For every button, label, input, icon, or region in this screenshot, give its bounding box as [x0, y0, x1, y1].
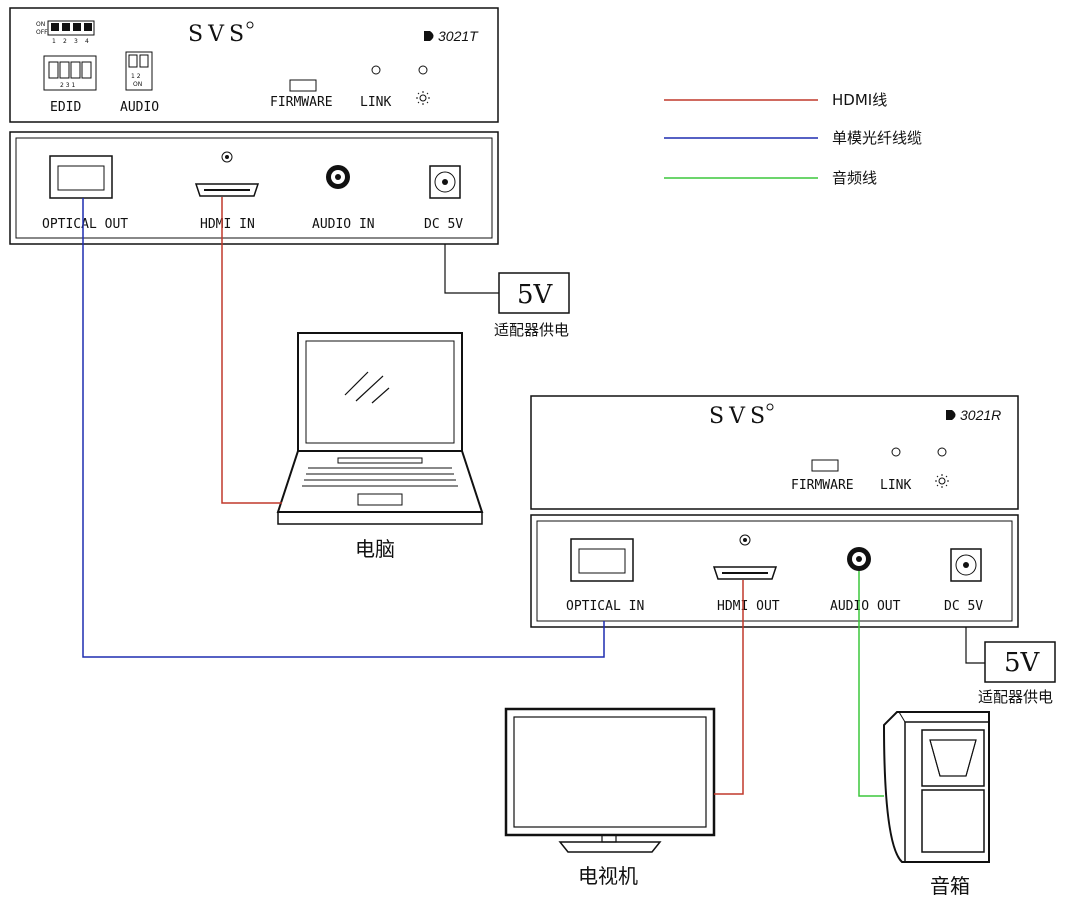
hdmi-out-port-icon	[712, 566, 778, 580]
svg-text:4: 4	[85, 38, 89, 45]
svg-text:2 3 1: 2 3 1	[60, 82, 75, 89]
dc-5v-label: DC 5V	[944, 599, 983, 614]
firmware-label: FIRMWARE	[791, 478, 854, 493]
laptop-icon	[276, 332, 484, 525]
screw-icon	[739, 534, 751, 546]
legend-label-fiber: 单模光纤线缆	[832, 129, 922, 147]
trademark-icon	[246, 21, 254, 29]
optical-out-port-icon	[49, 155, 113, 199]
svg-text:3: 3	[74, 38, 78, 45]
brand-logo-icon	[946, 410, 956, 420]
power-supply-2-caption: 适配器供电	[978, 688, 1053, 706]
legend-label-hdmi: HDMI线	[832, 91, 887, 109]
audio-in-label: AUDIO IN	[312, 217, 375, 232]
fiber-cable	[82, 198, 605, 658]
audio-in-jack-icon	[326, 165, 350, 189]
switch-off-label: OFF	[36, 29, 48, 36]
receiver-model: 3021R	[960, 407, 1001, 423]
power-adapter-1: 5V 适配器供电	[444, 244, 570, 339]
dc-jack-icon	[429, 165, 461, 199]
hdmi-cable-tv	[714, 580, 744, 795]
screw-icon	[221, 151, 233, 163]
tv-label: 电视机	[578, 864, 638, 888]
power-supply-1-value: 5V	[517, 280, 554, 310]
transmitter-rear-panel: OPTICAL OUT HDMI IN AUDIO IN DC 5V	[9, 131, 499, 245]
transmitter-brand: SVS	[188, 22, 249, 47]
transmitter-model: 3021T	[438, 28, 479, 44]
svg-text:ON: ON	[133, 81, 142, 88]
firmware-label: FIRMWARE	[270, 95, 333, 110]
link-label: LINK	[880, 478, 911, 493]
sun-icon	[935, 474, 949, 488]
optical-in-port-icon	[570, 538, 634, 582]
hdmi-out-label: HDMI OUT	[717, 599, 780, 614]
hdmi-in-label: HDMI IN	[200, 217, 255, 232]
speaker-label: 音箱	[930, 874, 970, 898]
dc-5v-label: DC 5V	[424, 217, 463, 232]
speaker-icon	[882, 711, 990, 863]
optical-in-label: OPTICAL IN	[566, 599, 644, 614]
audio-out-jack-icon	[847, 547, 871, 571]
svg-text:1: 1	[52, 38, 56, 45]
power-adapter-2: 5V 适配器供电	[965, 627, 1056, 706]
legend-label-audio: 音频线	[832, 169, 877, 187]
audio-cable-speaker	[858, 571, 884, 797]
brand-logo-icon	[424, 31, 434, 41]
audio-out-label: AUDIO OUT	[830, 599, 901, 614]
optical-out-label: OPTICAL OUT	[42, 217, 128, 232]
laptop-label: 电脑	[355, 537, 395, 561]
audio-switch-icon: 1 2 ON	[125, 51, 153, 91]
hdmi-cable-laptop	[221, 197, 282, 504]
sun-icon	[416, 91, 430, 105]
link-label: LINK	[360, 95, 391, 110]
edid-switch-icon: 2 3 1	[43, 55, 97, 91]
receiver-brand: SVS	[709, 404, 770, 429]
svg-text:2: 2	[63, 38, 67, 45]
receiver-front-panel: SVS 3021R FIRMWARE LINK	[530, 395, 1019, 510]
power-led-icon	[418, 65, 428, 75]
firmware-button	[289, 79, 317, 92]
link-led-icon	[371, 65, 381, 75]
dc-jack-icon	[950, 548, 982, 582]
power-supply-1-caption: 适配器供电	[494, 321, 569, 339]
svg-text:1 2: 1 2	[131, 73, 141, 80]
trademark-icon	[766, 403, 774, 411]
edid-label: EDID	[50, 100, 81, 115]
switch-on-label: ON	[36, 21, 45, 28]
legend: HDMI线 单模光纤线缆 音频线	[664, 91, 922, 187]
tv-icon	[504, 707, 716, 853]
hdmi-in-port-icon	[194, 183, 260, 197]
power-led-icon	[937, 447, 947, 457]
audio-label: AUDIO	[120, 100, 159, 115]
receiver-rear-panel: OPTICAL IN HDMI OUT AUDIO OUT DC 5V	[530, 514, 1019, 628]
link-led-icon	[891, 447, 901, 457]
firmware-button	[811, 459, 839, 472]
power-supply-2-value: 5V	[1004, 648, 1041, 678]
